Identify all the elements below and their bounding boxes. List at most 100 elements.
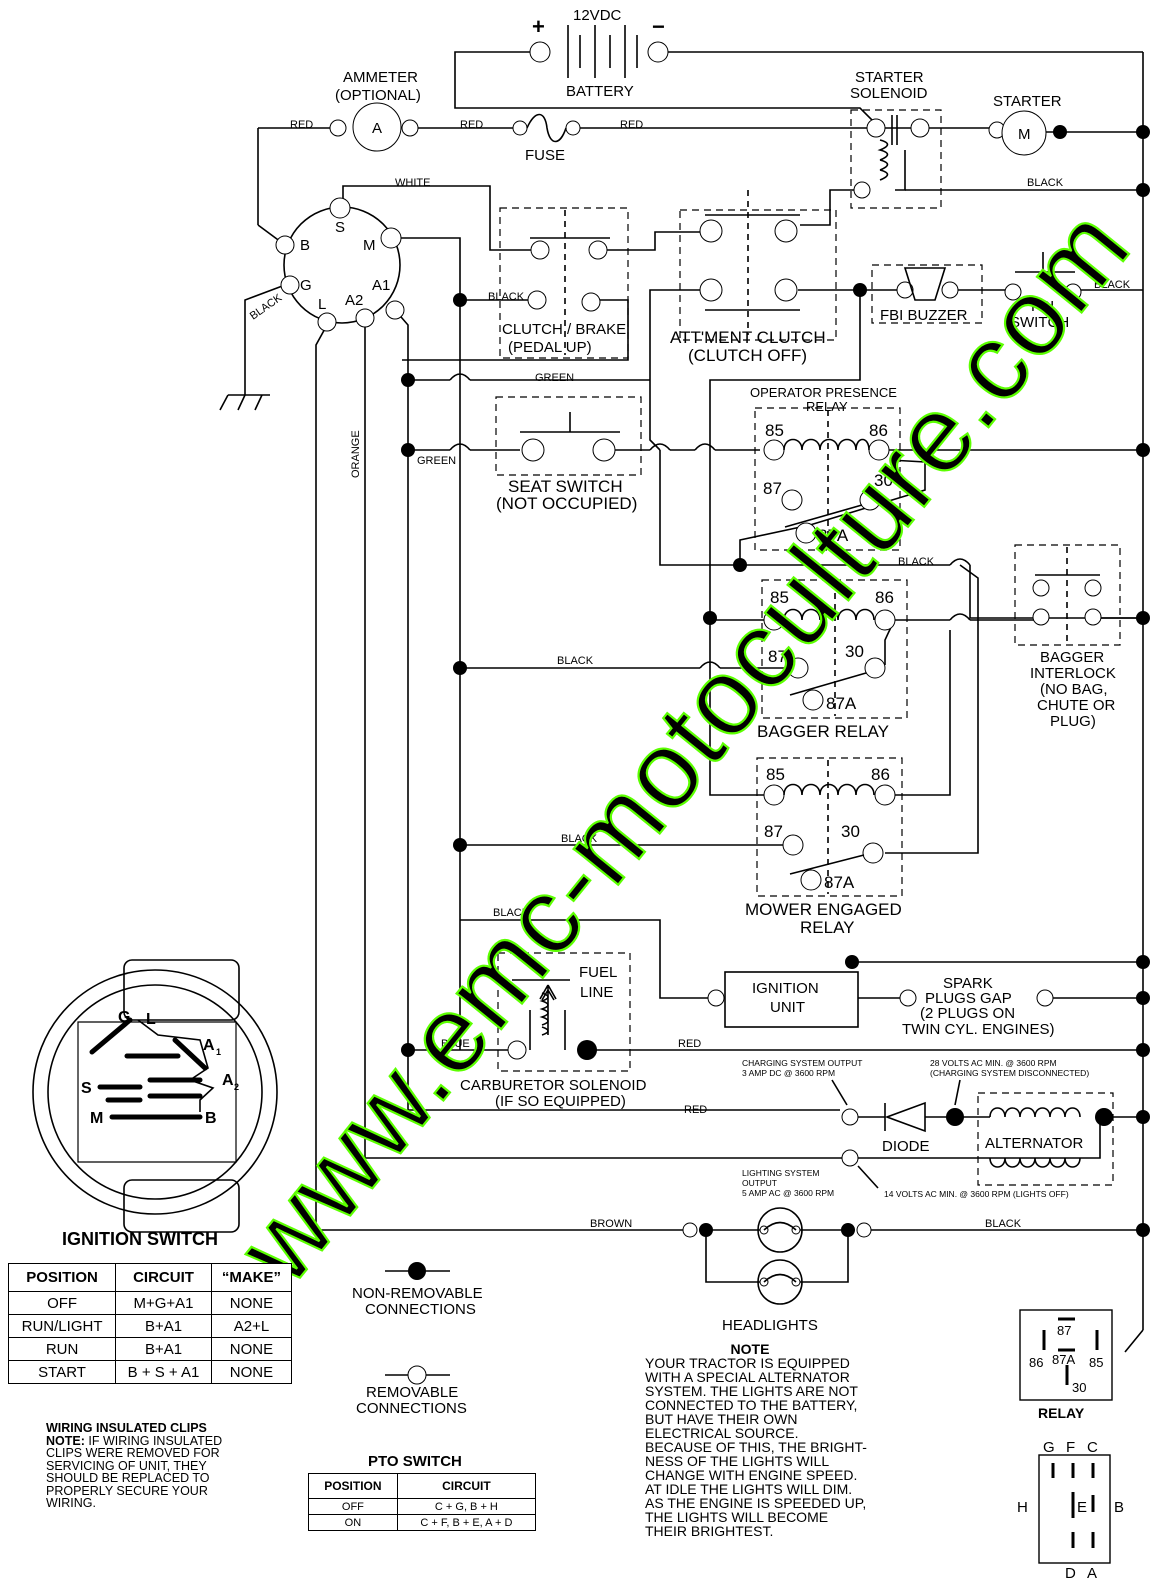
svg-text:HEADLIGHTS: HEADLIGHTS (722, 1317, 818, 1334)
table-header: “MAKE” (210, 1263, 293, 1292)
svg-text:A2: A2 (345, 292, 363, 309)
svg-text:B: B (1114, 1499, 1124, 1516)
svg-text:RELAY: RELAY (1038, 1405, 1085, 1421)
svg-text:WHITE: WHITE (395, 177, 430, 189)
headlights: HEADLIGHTS (682, 1207, 872, 1334)
pto-pinout: G F C H E B D A (1017, 1439, 1124, 1578)
svg-text:A: A (203, 1037, 215, 1054)
svg-text:RED: RED (290, 119, 313, 131)
svg-text:G: G (300, 277, 312, 294)
svg-text:87: 87 (764, 822, 783, 841)
svg-text:A1: A1 (372, 277, 390, 294)
svg-text:87A: 87A (826, 694, 857, 713)
svg-text:LINE: LINE (580, 984, 613, 1001)
svg-text:BAGGER RELAY: BAGGER RELAY (757, 722, 889, 741)
svg-text:SPARK: SPARK (943, 975, 993, 992)
svg-text:87: 87 (763, 479, 782, 498)
svg-text:A: A (372, 120, 382, 137)
svg-text:87: 87 (768, 647, 787, 666)
svg-text:BLUE: BLUE (441, 1038, 470, 1050)
output-annotations: CHARGING SYSTEM OUTPUT 3 AMP DC @ 3600 R… (742, 1058, 1089, 1199)
svg-text:86: 86 (871, 765, 890, 784)
svg-text:G: G (1043, 1439, 1055, 1456)
ammeter: A AMMETER (OPTIONAL) (329, 69, 421, 152)
battery-label: BATTERY (566, 83, 634, 100)
starter-solenoid: STARTER SOLENOID (850, 69, 942, 209)
note-title: NOTE (730, 1341, 770, 1357)
svg-text:RED: RED (620, 119, 643, 131)
svg-text:RELAY: RELAY (800, 918, 855, 937)
battery-voltage-label: 12VDC (573, 7, 622, 24)
svg-text:GREEN: GREEN (535, 372, 574, 384)
svg-text:2: 2 (234, 1082, 239, 1092)
svg-text:PLUGS GAP: PLUGS GAP (925, 990, 1012, 1007)
svg-text:G: G (118, 1009, 130, 1026)
svg-text:30: 30 (845, 642, 864, 661)
svg-text:BROWN: BROWN (590, 1218, 632, 1230)
svg-text:F: F (1066, 1439, 1075, 1456)
svg-text:OPERATOR PRESENCE: OPERATOR PRESENCE (750, 385, 897, 400)
note-title: WIRING INSULATED CLIPS (46, 1421, 207, 1435)
svg-text:E: E (1077, 1499, 1087, 1516)
fbi-buzzer: FBI BUZZER (871, 264, 983, 324)
svg-text:28 VOLTS AC MIN. @ 3600 RPM: 28 VOLTS AC MIN. @ 3600 RPM (930, 1058, 1057, 1068)
table-header: CIRCUIT (115, 1263, 212, 1292)
svg-text:BAGGER: BAGGER (1040, 649, 1104, 666)
svg-text:A: A (1087, 1565, 1097, 1578)
svg-text:D: D (1065, 1565, 1076, 1578)
svg-text:BLACK: BLACK (561, 833, 598, 845)
svg-text:FBI: FBI (1031, 298, 1054, 315)
svg-text:REMOVABLE: REMOVABLE (366, 1384, 458, 1401)
svg-text:(OPTIONAL): (OPTIONAL) (335, 87, 421, 104)
svg-text:M: M (1018, 126, 1031, 143)
svg-text:B: B (205, 1110, 217, 1127)
svg-text:BLACK: BLACK (1027, 177, 1064, 189)
svg-text:OUTPUT: OUTPUT (742, 1178, 777, 1188)
svg-text:CARBURETOR SOLENOID: CARBURETOR SOLENOID (460, 1077, 647, 1094)
svg-text:IGNITION: IGNITION (752, 980, 819, 997)
connections-legend: NON-REMOVABLE CONNECTIONS REMOVABLE CONN… (352, 1262, 483, 1417)
svg-text:INTERLOCK: INTERLOCK (1030, 665, 1116, 682)
svg-text:BLACK: BLACK (898, 556, 935, 568)
svg-text:FUEL: FUEL (579, 964, 617, 981)
svg-text:M: M (90, 1110, 103, 1127)
svg-text:85: 85 (765, 421, 784, 440)
table-header: POSITION (308, 1473, 398, 1499)
svg-text:TWIN CYL. ENGINES): TWIN CYL. ENGINES) (902, 1021, 1055, 1038)
svg-text:3 AMP DC @ 3600 RPM: 3 AMP DC @ 3600 RPM (742, 1068, 835, 1078)
lighting-output (841, 1149, 879, 1189)
svg-text:(NOT OCCUPIED): (NOT OCCUPIED) (496, 494, 637, 513)
bagger-interlock: BAGGER INTERLOCK (NO BAG, CHUTE OR PLUG) (1014, 544, 1143, 730)
mower-engaged-relay: 85 86 87 30 87A MOWER ENGAGED RELAY (745, 757, 903, 937)
svg-text:87A: 87A (1052, 1352, 1075, 1367)
svg-text:S: S (81, 1080, 92, 1097)
svg-text:+: + (532, 14, 545, 39)
svg-text:H: H (1017, 1499, 1028, 1516)
ignition-switch-title: IGNITION SWITCH (62, 1229, 218, 1249)
insulated-clips-note: WIRING INSULATED CLIPS NOTE: IF WIRING I… (46, 1422, 286, 1510)
lighting-note: NOTE YOUR TRACTOR IS EQUIPPED WITH A SPE… (645, 1341, 867, 1539)
svg-text:ALTERNATOR: ALTERNATOR (985, 1135, 1084, 1152)
svg-text:85: 85 (1089, 1355, 1103, 1370)
ignition-switch-schematic: S M B G A1 L A2 (275, 197, 405, 332)
svg-text:PLUG): PLUG) (1050, 713, 1096, 730)
svg-text:MOWER ENGAGED: MOWER ENGAGED (745, 900, 902, 919)
carburetor-solenoid: FUEL LINE CARBURETOR SOLENOID (IF SO EQU… (460, 952, 647, 1110)
svg-text:AMMETER: AMMETER (343, 69, 418, 86)
svg-text:85: 85 (770, 588, 789, 607)
svg-text:M: M (363, 237, 376, 254)
svg-text:30: 30 (874, 471, 893, 490)
clutch-brake-switch: CLUTCH / BRAKE (PEDAL UP) (499, 207, 629, 359)
svg-text:−: − (652, 14, 665, 39)
svg-text:BLACK: BLACK (488, 291, 525, 303)
svg-text:(CLUTCH OFF): (CLUTCH OFF) (688, 346, 807, 365)
svg-text:(NO BAG,: (NO BAG, (1040, 681, 1108, 698)
svg-text:RED: RED (678, 1038, 701, 1050)
table-header: POSITION (7, 1263, 117, 1292)
svg-text:C: C (1087, 1439, 1098, 1456)
